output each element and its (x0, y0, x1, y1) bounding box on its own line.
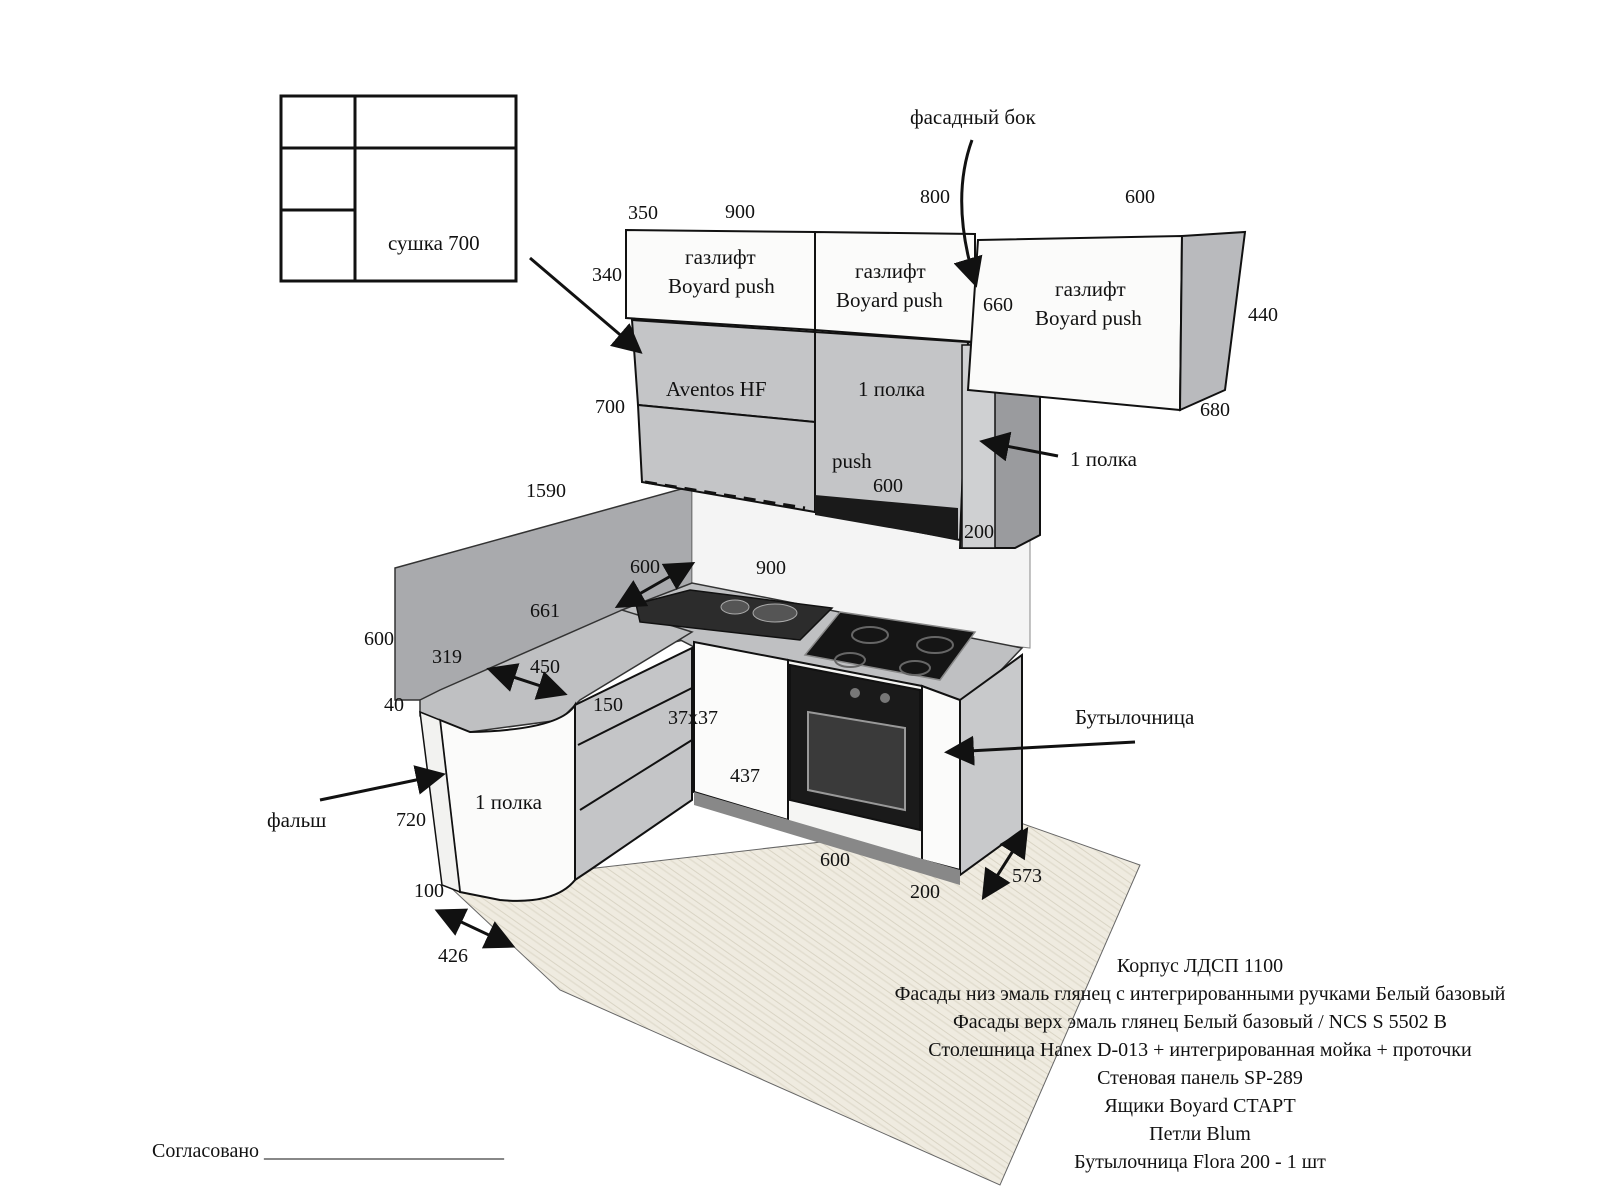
arrow-426 (434, 908, 516, 949)
boyard-label-1: Boyard push (668, 274, 775, 298)
dim-573: 573 (1012, 865, 1042, 887)
dim-350: 350 (628, 202, 658, 224)
plinth (694, 792, 960, 885)
shelf-side-label: 1 полка (1070, 447, 1138, 471)
burner-icon (851, 626, 889, 644)
gaslift-label-3: газлифт (1055, 277, 1126, 301)
oven-knob-icon (850, 688, 860, 698)
arrow-false (319, 765, 446, 802)
dim-800: 800 (920, 186, 950, 208)
burner-icon-3 (834, 652, 866, 668)
drawer-stack (574, 646, 693, 882)
arrow-600-ct (614, 562, 696, 608)
dim-600-bot: 600 (820, 849, 850, 871)
gaslift-label-1: газлифт (685, 245, 756, 269)
dim-680: 680 (1200, 399, 1230, 421)
dashed-line (644, 480, 806, 510)
false-panel (419, 710, 461, 894)
dim-450: 450 (530, 656, 560, 678)
burner-icon-2 (916, 636, 954, 654)
dim-200-bot: 200 (910, 881, 940, 903)
upper-cab-2-lift (814, 230, 976, 344)
dim-900-ct: 900 (756, 557, 786, 579)
arrow-facade-side (953, 139, 983, 288)
boyard-label-2: Boyard push (836, 288, 943, 312)
dim-319: 319 (432, 646, 462, 668)
bottle-label: Бутылочница (1075, 705, 1195, 729)
dim-720: 720 (396, 809, 426, 831)
spec-line: Столешница Hanex D-013 + интегрированная… (928, 1039, 1472, 1061)
boyard-label-3: Boyard push (1035, 306, 1142, 330)
spec-line: Стеновая панель SP-289 (1097, 1067, 1303, 1089)
sink-base-cabinet (693, 640, 789, 822)
dim-40: 40 (384, 694, 404, 716)
approval-line: Согласовано ________________________ (152, 1140, 505, 1162)
dim-150: 150 (593, 694, 623, 716)
burner-icon-4 (899, 660, 931, 676)
arrow-shelf-side (979, 431, 1059, 462)
dim-661: 661 (530, 600, 560, 622)
shelf-label: 1 полка (858, 377, 926, 401)
oven-window (807, 710, 906, 812)
cooktop (803, 611, 977, 681)
spec-line: Петли Blum (1149, 1123, 1251, 1145)
arrow-drying (529, 256, 643, 354)
spec-line: Корпус ЛДСП 1100 (1116, 955, 1284, 977)
drying-label: сушка 700 (388, 231, 480, 255)
spec-line: Ящики Boyard СТАРТ (1104, 1095, 1296, 1117)
arrow-573 (981, 826, 1029, 901)
bottle-pullout (921, 684, 961, 872)
dim-440: 440 (1248, 304, 1278, 326)
dim-600-top: 600 (1125, 186, 1155, 208)
dim-600-left: 600 (364, 628, 394, 650)
dim-600-ct: 600 (630, 556, 660, 578)
oven-knob-icon-2 (880, 693, 890, 703)
dim-200-top: 200 (964, 521, 994, 543)
arrow-450 (486, 663, 568, 700)
dim-37x37: 37x37 (668, 707, 718, 729)
arrow-bottle (944, 735, 1136, 766)
spec-line: Фасады низ эмаль глянец с интегрированны… (894, 983, 1506, 1005)
drawer-line-2 (579, 739, 693, 811)
sink-bowl-icon (720, 599, 750, 615)
facade-side-label: фасадный бок (910, 105, 1037, 129)
spec-notes: Корпус ЛДСП 1100 Фасады низ эмаль глянец… (820, 952, 1580, 1176)
dim-700: 700 (595, 396, 625, 418)
corner-cab-side (1178, 230, 1247, 412)
false-panel-label: фальш (267, 808, 326, 832)
upper-cab-2-plinth (815, 495, 958, 540)
dim-600-mid: 600 (873, 475, 903, 497)
corner-shelf-label: 1 полка (475, 790, 543, 814)
spec-line: Бутылочница Flora 200 - 1 шт (1074, 1151, 1326, 1173)
spec-line: Фасады верх эмаль глянец Белый базовый /… (952, 1011, 1448, 1033)
dim-900-top: 900 (725, 201, 755, 223)
dim-100: 100 (414, 880, 444, 902)
dim-340: 340 (592, 264, 622, 286)
drying-rack-schematic (279, 94, 518, 283)
push-label: push (832, 449, 872, 473)
dim-1590: 1590 (526, 480, 566, 502)
dim-437: 437 (730, 765, 760, 787)
dim-426: 426 (438, 945, 468, 967)
dim-660: 660 (983, 294, 1013, 316)
gaslift-label-2: газлифт (855, 259, 926, 283)
aventos-label: Aventos HF (666, 377, 767, 401)
sink-bowl-icon-2 (752, 603, 798, 623)
drawer-line (577, 687, 693, 746)
